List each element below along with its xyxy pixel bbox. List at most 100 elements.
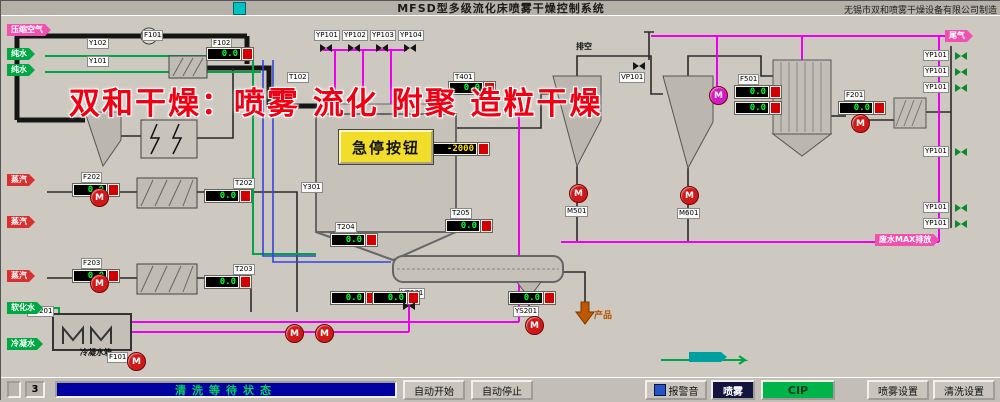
agitator-icon	[90, 325, 112, 344]
stream-tag: 蒸汽	[7, 270, 35, 282]
value-display: 0.0	[204, 189, 252, 203]
spray-button[interactable]: 喷雾	[711, 380, 755, 400]
device-label: F501	[738, 74, 760, 85]
device-label: 冷凝水箱	[80, 348, 112, 357]
stream-tag: 纯水	[7, 48, 35, 60]
value-display: 0.0	[372, 291, 420, 305]
valve-icon[interactable]	[348, 44, 360, 52]
device-label: Y102	[87, 38, 109, 49]
stream-tag: 蒸汽	[7, 216, 35, 228]
valve-icon[interactable]	[955, 52, 967, 60]
auto-start-button[interactable]: 自动开始	[403, 380, 465, 400]
value-display: 0.0	[508, 291, 556, 305]
device-label: YP101	[923, 202, 949, 213]
window-icon	[233, 2, 246, 15]
alarm-indicator	[873, 101, 886, 115]
value-display: 0.0	[734, 85, 782, 99]
stream-tag	[689, 352, 727, 362]
page-title: MFSD型多级流化床喷雾干燥控制系统	[397, 2, 605, 15]
valve-icon[interactable]	[376, 44, 388, 52]
alarm-indicator	[239, 275, 252, 289]
device-label: YP101	[923, 82, 949, 93]
value-display: 0.0	[445, 219, 493, 233]
device-label: YP102	[342, 30, 368, 41]
valve-icon[interactable]	[955, 220, 967, 228]
device-label: T203	[233, 264, 255, 275]
device-label: Y101	[87, 56, 109, 67]
pump-icon[interactable]: M	[851, 114, 870, 133]
device-label: VP101	[619, 72, 646, 83]
auto-stop-button[interactable]: 自动停止	[471, 380, 533, 400]
pump-icon[interactable]: M	[127, 352, 146, 371]
pump-icon[interactable]: M	[315, 324, 334, 343]
device-label: F101	[107, 352, 129, 363]
spray-settings-button[interactable]: 喷雾设置	[867, 380, 929, 400]
alarm-indicator	[480, 219, 493, 233]
bottom-toolbar: 3 清洗等待状态 自动开始 自动停止 报警音 喷雾 CIP 喷雾设置 清洗设置	[1, 377, 1000, 402]
value-display: 0.0	[838, 101, 886, 115]
pump-icon[interactable]: M	[90, 188, 109, 207]
pump-icon[interactable]: M	[525, 316, 544, 335]
cyclone-left	[84, 111, 122, 168]
value-display: 0.0	[204, 275, 252, 289]
feed-lines	[262, 60, 391, 263]
valve-icon[interactable]	[955, 68, 967, 76]
valve-icon[interactable]	[320, 44, 332, 52]
agitator-icon	[62, 325, 84, 344]
valve-icon[interactable]	[403, 302, 415, 310]
valve-icon[interactable]	[955, 84, 967, 92]
alarm-indicator	[543, 291, 556, 305]
alarm-indicator	[107, 269, 120, 283]
cyclone-1	[552, 75, 602, 168]
pump-icon[interactable]: M	[569, 184, 588, 203]
alarm-indicator	[239, 189, 252, 203]
stream-tag: 尾气	[945, 30, 973, 42]
stream-tag: 软化水	[7, 302, 43, 314]
valve-icon[interactable]	[955, 204, 967, 212]
title-bar: MFSD型多级流化床喷雾干燥控制系统 无锡市双和喷雾干燥设备有限公司制造	[1, 1, 1000, 16]
device-label: F101	[142, 30, 164, 41]
valve-icon[interactable]	[633, 62, 645, 70]
pump-icon[interactable]: M	[709, 86, 728, 105]
valve-icon[interactable]	[955, 148, 967, 156]
device-label: 产品	[594, 311, 613, 321]
value-display: 0.0	[330, 291, 378, 305]
device-label: M501	[565, 206, 589, 217]
toolbar-mini-button[interactable]	[7, 381, 21, 398]
pump-icon[interactable]: M	[680, 186, 699, 205]
stream-tag: 废水MAX排放	[875, 234, 939, 246]
pump-icon[interactable]: M	[90, 274, 109, 293]
value-display: -2000	[432, 142, 490, 156]
alarm-sound-button[interactable]: 报警音	[645, 380, 707, 400]
alarm-indicator	[107, 183, 120, 197]
device-label: T204	[335, 222, 357, 233]
emergency-stop-button[interactable]: 急停按钮	[338, 129, 434, 165]
device-label: YP104	[398, 30, 424, 41]
pump-icon[interactable]: M	[285, 324, 304, 343]
device-label: Y301	[301, 182, 323, 193]
product-arrow-icon	[575, 301, 595, 325]
device-label: YP101	[923, 50, 949, 61]
device-label: YP101	[314, 30, 340, 41]
device-label: YP103	[370, 30, 396, 41]
device-label: M601	[677, 208, 701, 219]
value-display: 0.0	[448, 81, 496, 95]
valve-icon[interactable]	[404, 44, 416, 52]
lightning-icon	[149, 123, 183, 155]
device-label: T205	[450, 208, 472, 219]
device-label: YP101	[923, 66, 949, 77]
device-label: YP101	[923, 146, 949, 157]
stream-tag: 冷凝水	[7, 338, 43, 350]
alarm-indicator	[769, 85, 782, 99]
cip-button[interactable]: CIP	[761, 380, 835, 400]
stream-tag: 蒸汽	[7, 174, 35, 186]
clean-settings-button[interactable]: 清洗设置	[933, 380, 995, 400]
value-display: 0.0	[330, 233, 378, 247]
bag-filter	[772, 59, 832, 135]
alarm-indicator	[365, 233, 378, 247]
piping-graphics	[14, 27, 952, 365]
device-label: F201	[844, 90, 866, 101]
alarm-indicator	[769, 101, 782, 115]
